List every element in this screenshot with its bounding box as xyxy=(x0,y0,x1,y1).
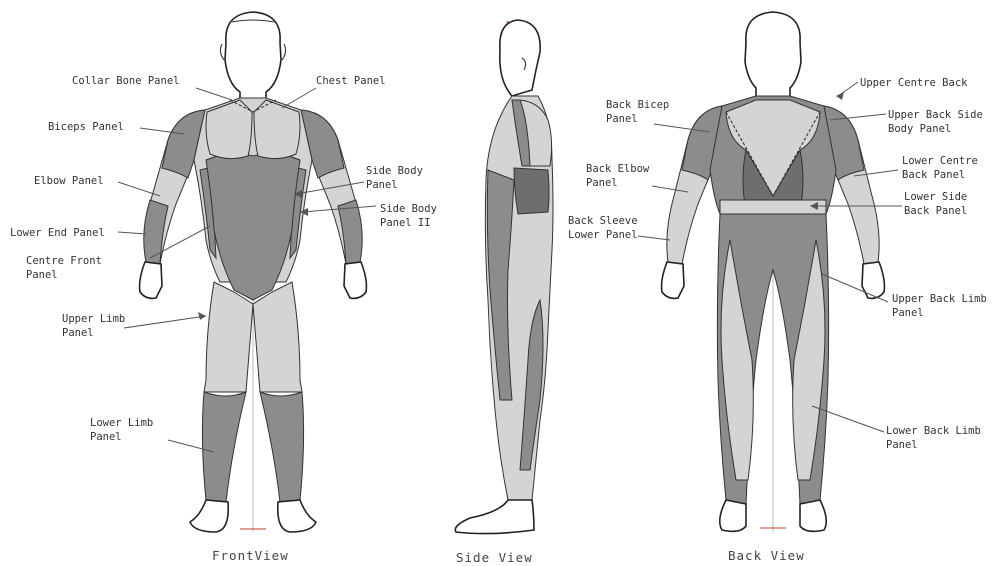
label-lower-limb-panel-line1: Lower Limb xyxy=(90,417,153,429)
label-centre-front-panel-line2: Panel xyxy=(26,269,58,281)
label-lower-side-back-panel-line1: Lower Side xyxy=(904,191,967,203)
side-view-labels: Back Sleeve Lower Panel xyxy=(568,215,638,241)
caption-side-view: Side View xyxy=(456,550,533,565)
label-upper-back-side-body-panel-line1: Upper Back Side xyxy=(888,109,983,121)
caption-back-view: Back View xyxy=(728,548,805,563)
label-upper-centre-back: Upper Centre Back xyxy=(860,77,968,89)
front-view-figure xyxy=(140,12,367,532)
label-back-elbow-panel-line2: Panel xyxy=(586,177,618,189)
caption-front-view: FrontView xyxy=(212,548,289,563)
label-centre-front-panel-line1: Centre Front xyxy=(26,255,102,267)
label-side-body-panel-line1: Side Body xyxy=(366,165,423,177)
label-side-body-panel-line2: Panel xyxy=(366,179,398,191)
label-upper-back-limb-panel-line1: Upper Back Limb xyxy=(892,293,987,305)
side-view-figure xyxy=(455,20,553,534)
label-chest-panel: Chest Panel xyxy=(316,75,386,87)
label-back-sleeve-lower-panel-line1: Back Sleeve xyxy=(568,215,638,227)
label-back-elbow-panel-line1: Back Elbow xyxy=(586,163,650,175)
label-lower-end-panel: Lower End Panel xyxy=(10,227,105,239)
label-lower-back-limb-panel-line2: Panel xyxy=(886,439,918,451)
label-back-sleeve-lower-panel-line2: Lower Panel xyxy=(568,229,638,241)
label-side-body-panel-ii-line1: Side Body xyxy=(380,203,437,215)
label-side-body-panel-ii-line2: Panel II xyxy=(380,217,431,229)
label-back-bicep-panel-line2: Panel xyxy=(606,113,638,125)
label-lower-centre-back-panel-line2: Back Panel xyxy=(902,169,965,181)
label-upper-back-side-body-panel-line2: Body Panel xyxy=(888,123,951,135)
label-lower-side-back-panel-line2: Back Panel xyxy=(904,205,967,217)
label-upper-limb-panel-line1: Upper Limb xyxy=(62,313,125,325)
label-lower-back-limb-panel-line1: Lower Back Limb xyxy=(886,425,981,437)
label-back-bicep-panel-line1: Back Bicep xyxy=(606,99,669,111)
label-collar-bone-panel: Collar Bone Panel xyxy=(72,75,179,87)
label-lower-limb-panel-line2: Panel xyxy=(90,431,122,443)
label-biceps-panel: Biceps Panel xyxy=(48,121,124,133)
back-view-figure xyxy=(662,12,885,532)
label-lower-centre-back-panel-line1: Lower Centre xyxy=(902,155,978,167)
label-upper-limb-panel-line2: Panel xyxy=(62,327,94,339)
label-upper-back-limb-panel-line2: Panel xyxy=(892,307,924,319)
label-elbow-panel: Elbow Panel xyxy=(34,175,104,187)
